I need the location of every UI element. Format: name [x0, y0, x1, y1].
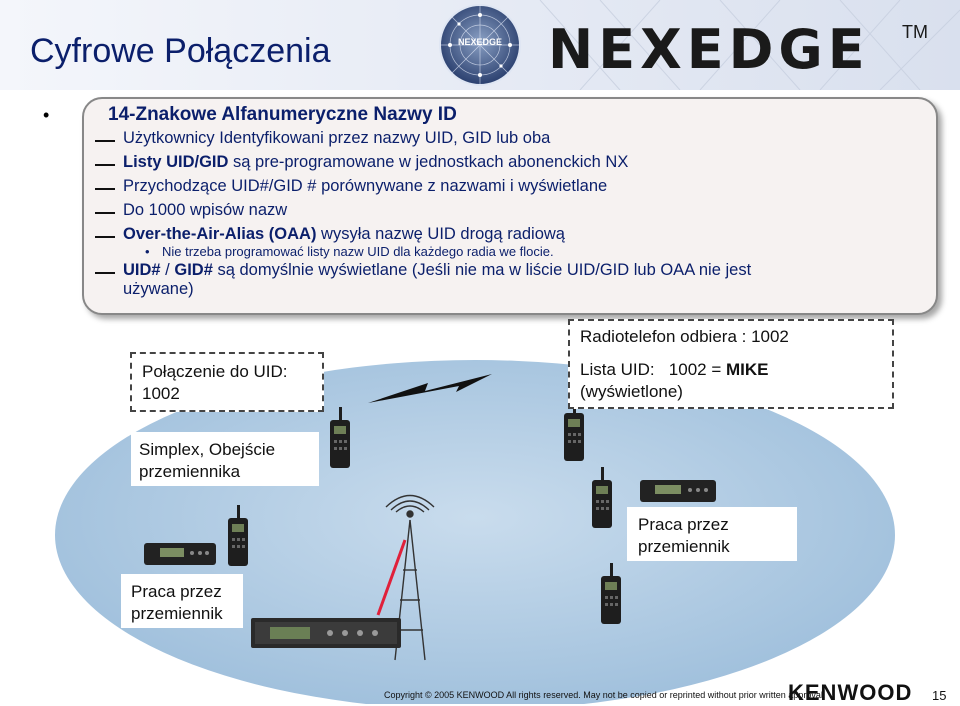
dash-icon	[95, 236, 115, 238]
line-oaa-rest: wysyła nazwę UID drogą radiową	[316, 225, 565, 243]
call-label-line1: Połączenie do UID:	[142, 361, 288, 383]
copyright-notice: Copyright © 2005 KENWOOD All rights rese…	[384, 690, 825, 700]
simplex-line1: Simplex, Obejście	[139, 439, 275, 461]
badge-label: NEXEDGE	[446, 37, 514, 47]
kenwood-logo: KENWOOD	[788, 680, 912, 706]
line-default-rest: są domyślnie wyświetlane (Jeśli nie ma w…	[213, 261, 751, 279]
repeater-right-line2: przemiennik	[638, 536, 730, 558]
content-heading: 14-Znakowe Alfanumeryczne Nazwy ID	[108, 104, 457, 126]
line-oaa-bold: Over-the-Air-Alias (OAA)	[123, 225, 316, 243]
dash-icon	[95, 164, 115, 166]
receive-line2-name: MIKE	[726, 360, 769, 379]
page-title: Cyfrowe Połączenia	[30, 32, 330, 71]
dash-icon	[95, 212, 115, 214]
line-incoming: Przychodzące UID#/GID # porównywane z na…	[123, 177, 607, 196]
line-default-cont: używane)	[123, 280, 194, 299]
bullet-dot-icon: •	[43, 105, 49, 126]
repeater-left-line2: przemiennik	[131, 603, 223, 625]
mobile-radio-icon	[640, 480, 716, 502]
repeater-right-line1: Praca przez	[638, 514, 729, 536]
receive-line2-prefix: Lista UID: 1002 =	[580, 360, 726, 379]
dash-icon	[95, 188, 115, 190]
line-default: UID# / GID# są domyślnie wyświetlane (Je…	[123, 261, 751, 280]
receive-line1: Radiotelefon odbiera : 1002	[580, 326, 789, 348]
base-station-icon	[251, 618, 401, 648]
line-lists: Listy UID/GID są pre-programowane w jedn…	[123, 153, 628, 172]
dash-icon	[95, 140, 115, 142]
simplex-line2: przemiennika	[139, 461, 240, 483]
page-number: 15	[932, 688, 946, 703]
line-users: Użytkownicy Identyfikowani przez nazwy U…	[123, 129, 550, 148]
line-lists-bold: Listy UID/GID	[123, 153, 228, 171]
trademark-mark: TM	[902, 22, 928, 43]
line-lists-rest: są pre-programowane w jednostkach abonen…	[228, 153, 628, 171]
receive-line3: (wyświetlone)	[580, 381, 683, 403]
line-default-sep: /	[161, 261, 175, 279]
receive-line2: Lista UID: 1002 = MIKE	[580, 359, 769, 381]
line-entries: Do 1000 wpisów nazw	[123, 201, 287, 220]
call-label-line2: 1002	[142, 383, 180, 405]
nexedge-logo: NEXEDGE	[548, 18, 870, 81]
line-oaa-sub: Nie trzeba programować listy nazw UID dl…	[162, 244, 554, 259]
sub-bullet-icon: •	[145, 244, 150, 259]
line-oaa: Over-the-Air-Alias (OAA) wysyła nazwę UI…	[123, 225, 565, 244]
dash-icon	[95, 272, 115, 274]
mobile-radio-icon	[144, 543, 216, 565]
line-default-gid: GID#	[174, 261, 213, 279]
repeater-left-line1: Praca przez	[131, 581, 222, 603]
line-default-uid: UID#	[123, 261, 161, 279]
